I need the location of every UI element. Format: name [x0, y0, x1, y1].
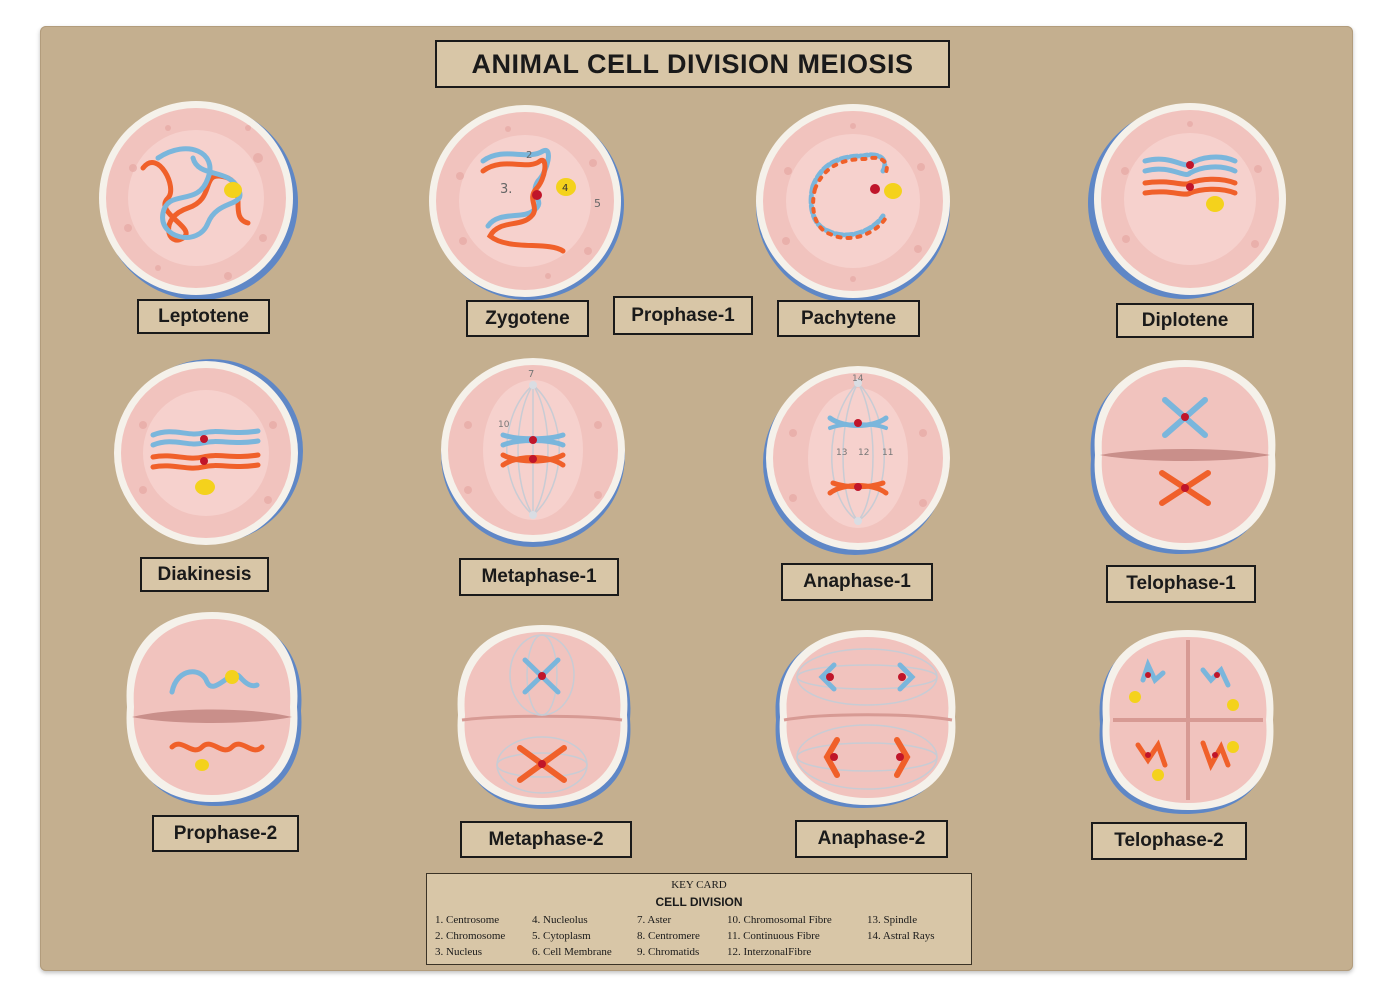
key-item: 5. Cytoplasm [532, 930, 591, 942]
key-card-subheading: CELL DIVISION [655, 895, 743, 909]
key-item: 7. Aster [637, 914, 672, 926]
cell-model-metaphase-2 [450, 620, 635, 810]
label-leptotene: Leptotene [137, 299, 270, 334]
label-telophase-1: Telophase-1 [1106, 565, 1256, 603]
zygotene-cell-illustration: 4 3. 2 5 [429, 105, 624, 300]
label-diplotene: Diplotene [1116, 303, 1254, 338]
key-item: 2. Chromosome [435, 930, 506, 942]
cell-model-telophase-1 [1090, 355, 1280, 555]
telophase-2-cell-illustration [1099, 630, 1274, 814]
zygotene-number-3: 3. [500, 182, 512, 197]
prophase-2-cell-illustration [126, 612, 302, 806]
label-anaphase-1: Anaphase-1 [781, 563, 933, 601]
key-item: 8. Centromere [637, 930, 700, 942]
cell-model-metaphase-1: 7 10 [438, 355, 628, 547]
key-item: 4. Nucleolus [532, 914, 588, 926]
telophase-1-cell-illustration [1090, 360, 1276, 554]
cell-model-leptotene [98, 98, 298, 300]
metaphase-1-number-10: 10 [498, 420, 510, 430]
pachytene-cell-illustration [756, 104, 950, 303]
diplotene-cell-illustration [1088, 103, 1286, 299]
anaphase-1-cell-illustration: 14 13 12 11 [763, 366, 950, 555]
label-diakinesis: Diakinesis [140, 557, 269, 592]
metaphase-1-number-7: 7 [528, 369, 534, 380]
key-item: 6. Cell Membrane [532, 946, 612, 958]
cell-model-prophase-2 [122, 607, 302, 807]
anaphase-2-cell-illustration [775, 630, 956, 808]
anaphase-1-number-14: 14 [852, 374, 864, 384]
anaphase-1-number-11: 11 [882, 448, 893, 458]
zygotene-number-5: 5 [594, 197, 601, 210]
board-title: ANIMAL CELL DIVISION MEIOSIS [435, 40, 950, 88]
label-prophase-2: Prophase-2 [152, 815, 299, 852]
cell-model-diakinesis [113, 355, 303, 545]
label-pachytene: Pachytene [777, 300, 920, 337]
zygotene-number-2: 2 [526, 150, 532, 161]
cell-model-telophase-2 [1093, 625, 1283, 815]
label-metaphase-1: Metaphase-1 [459, 558, 619, 596]
key-item: 3. Nucleus [435, 946, 483, 958]
label-prophase-1: Prophase-1 [613, 296, 753, 335]
key-card-heading: KEY CARD [671, 879, 727, 891]
key-item: 1. Centrosome [435, 914, 500, 926]
label-telophase-2: Telophase-2 [1091, 822, 1247, 860]
key-item: 10. Chromosomal Fibre [727, 914, 832, 926]
cell-model-anaphase-2 [772, 625, 962, 810]
key-item: 13. Spindle [867, 914, 918, 926]
zygotene-number-4: 4 [562, 183, 568, 194]
key-item: 9. Chromatids [637, 946, 700, 958]
anaphase-1-number-12: 12 [858, 448, 869, 458]
cell-model-diplotene [1088, 99, 1290, 299]
cell-model-anaphase-1: 14 13 12 11 [758, 363, 953, 558]
diakinesis-cell-illustration [114, 359, 303, 545]
label-zygotene: Zygotene [466, 300, 589, 337]
metaphase-1-cell-illustration: 7 10 [441, 358, 625, 547]
key-item: 14. Astral Rays [867, 930, 935, 942]
key-card: KEY CARD CELL DIVISION 1. Centrosome 2. … [426, 873, 972, 965]
leptotene-cell-illustration [99, 101, 298, 300]
anaphase-1-number-13: 13 [836, 448, 847, 458]
label-anaphase-2: Anaphase-2 [795, 820, 948, 858]
cell-model-pachytene [753, 101, 953, 303]
key-item: 12. InterzonalFibre [727, 946, 812, 958]
key-item: 11. Continuous Fibre [727, 930, 820, 942]
metaphase-2-cell-illustration [457, 625, 631, 809]
label-metaphase-2: Metaphase-2 [460, 821, 632, 858]
cell-model-zygotene: 4 3. 2 5 [428, 101, 628, 301]
